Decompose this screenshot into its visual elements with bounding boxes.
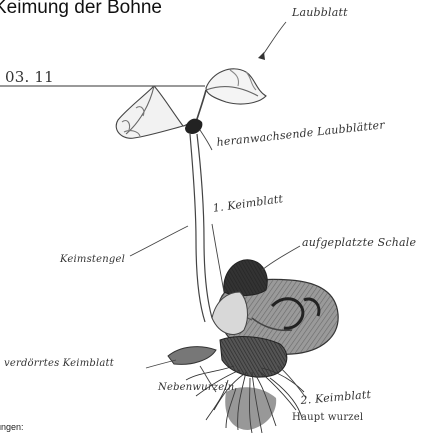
leader-verdorrtes <box>146 360 176 368</box>
leader-keimstengel <box>130 226 188 256</box>
label-verdorrtes-keimblatt: verdörrtes Keimblatt <box>4 358 114 369</box>
label-nebenwurzeln: Nebenwurzeln <box>158 382 234 393</box>
right-leaf <box>206 69 266 104</box>
arrowhead-laubblatt <box>258 52 265 60</box>
second-cotyledon <box>220 337 287 378</box>
leader-schale <box>262 246 300 270</box>
main-stem <box>190 134 212 322</box>
leader-keimblatt1 <box>212 224 224 292</box>
footer-text: ungen: <box>0 422 24 432</box>
withered-cotyledon <box>168 347 216 365</box>
label-keimstengel: Keimstengel <box>60 254 125 265</box>
first-cotyledon <box>212 292 247 334</box>
leaf-stem-right <box>196 90 206 122</box>
label-laubblatt: Laubblatt <box>292 6 348 19</box>
leader-heranwachsende <box>200 130 212 150</box>
leader-laubblatt <box>262 22 286 56</box>
left-leaf <box>116 86 183 138</box>
label-aufgeplatzte-schale: aufgeplatzte Schale <box>302 236 416 249</box>
root-shadow <box>225 387 276 430</box>
label-hauptwurzel: Haupt wurzel <box>292 412 363 423</box>
date-label: 03. 11 <box>5 68 54 86</box>
seed-shell <box>224 260 267 296</box>
growing-leaves-bud <box>185 119 202 134</box>
